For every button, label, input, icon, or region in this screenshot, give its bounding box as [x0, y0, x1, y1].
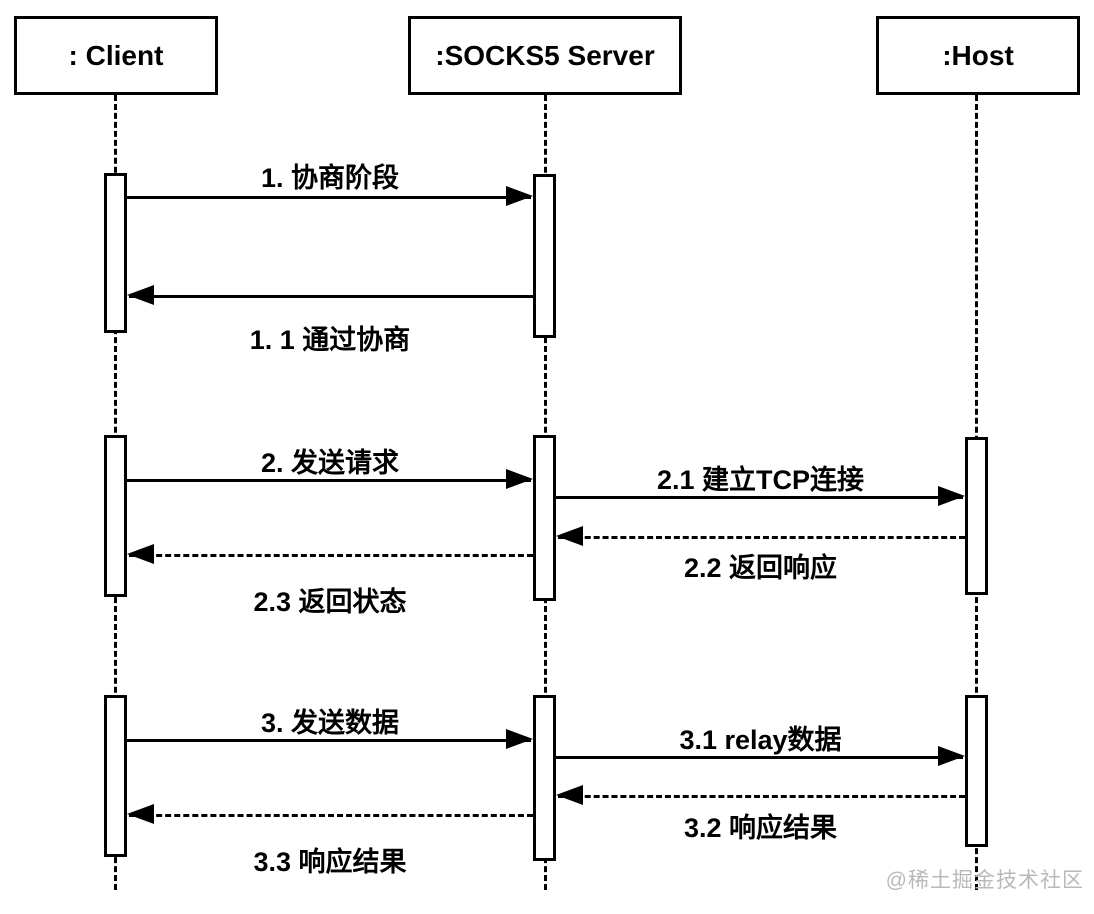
- activation-host-phase2: [965, 437, 988, 595]
- message-2-2-label: 2.2 返回响应: [683, 553, 838, 583]
- actor-label-host: :Host: [942, 39, 1014, 71]
- message-2-2-line: [558, 536, 965, 539]
- message-1-1-label: 1. 1 通过协商: [249, 325, 411, 355]
- message-2-1-label: 2.1 建立TCP连接: [656, 465, 865, 495]
- actor-label-client: : Client: [68, 39, 164, 71]
- message-3-label: 3. 发送数据: [260, 708, 400, 738]
- message-2-1-line: [556, 496, 963, 499]
- activation-client-phase1: [104, 173, 127, 333]
- activation-server-phase3: [533, 695, 556, 861]
- message-3-2-line: [558, 795, 965, 798]
- activation-client-phase2: [104, 435, 127, 597]
- arrowhead-left-icon: [127, 804, 154, 824]
- actor-box-socks5-server: :SOCKS5 Server: [408, 16, 682, 95]
- message-1-line: [127, 196, 531, 199]
- message-3-3-label: 3.3 响应结果: [253, 847, 407, 877]
- activation-server-phase1: [533, 174, 556, 338]
- activation-server-phase2: [533, 435, 556, 601]
- message-2-line: [127, 479, 531, 482]
- arrowhead-right-icon: [938, 746, 965, 766]
- message-3-3-line: [129, 814, 533, 817]
- arrowhead-right-icon: [938, 486, 965, 506]
- arrowhead-left-icon: [556, 526, 583, 546]
- activation-client-phase3: [104, 695, 127, 857]
- watermark-text: @稀土掘金技术社区: [885, 869, 1084, 892]
- arrowhead-left-icon: [127, 285, 154, 305]
- message-3-1-label: 3.1 relay数据: [679, 725, 842, 755]
- arrowhead-left-icon: [127, 544, 154, 564]
- message-3-2-label: 3.2 响应结果: [683, 813, 838, 843]
- message-2-3-line: [129, 554, 533, 557]
- message-1-label: 1. 协商阶段: [260, 163, 400, 193]
- message-2-label: 2. 发送请求: [260, 448, 400, 478]
- message-1-1-line: [129, 295, 533, 298]
- arrowhead-right-icon: [506, 729, 533, 749]
- arrowhead-right-icon: [506, 469, 533, 489]
- message-3-1-line: [556, 756, 963, 759]
- actor-box-client: : Client: [14, 16, 218, 95]
- actor-label-socks5-server: :SOCKS5 Server: [435, 39, 655, 71]
- arrowhead-left-icon: [556, 785, 583, 805]
- actor-box-host: :Host: [876, 16, 1080, 95]
- activation-host-phase3: [965, 695, 988, 847]
- message-3-line: [127, 739, 531, 742]
- message-2-3-label: 2.3 返回状态: [253, 587, 407, 617]
- arrowhead-right-icon: [506, 186, 533, 206]
